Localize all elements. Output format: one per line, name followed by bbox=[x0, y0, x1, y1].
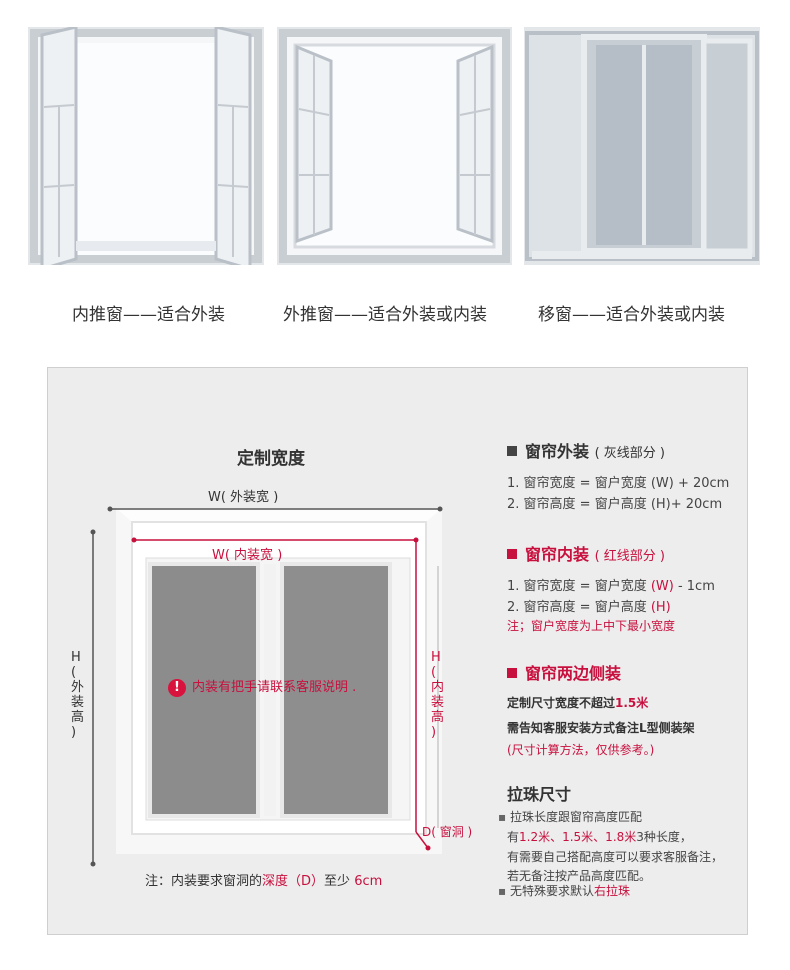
bullet-dot-icon: ▪ bbox=[498, 884, 507, 898]
outward-casement-window-photo bbox=[277, 27, 512, 265]
pull-bullet-1: ▪ 拉珠长度跟窗帘高度匹配 bbox=[498, 808, 642, 825]
depth-note-highlight: 深度（D） bbox=[262, 874, 325, 889]
depth-note-value: 6cm bbox=[354, 874, 383, 889]
pull-b1a-red: 1.2米、1.5米、1.8米 bbox=[519, 830, 637, 844]
size-guide-panel: 定制宽度 W( 外装宽 ) W( 内装宽 ) H( 外装高 ) H( bbox=[47, 367, 748, 935]
inner-width-label: W( 内装宽 ) bbox=[212, 548, 283, 563]
pull-bullet-1b: 有需要自己搭配高度可以要求客服备注， bbox=[507, 850, 724, 864]
inner-section-title: 窗帘内装 ( 红线部分 ) bbox=[507, 541, 665, 565]
depth-label: D( 窗洞 ) bbox=[422, 825, 473, 839]
inner-l2-red: (H) bbox=[650, 600, 671, 615]
inner-l2-prefix: 2. 窗帘高度 = 窗户高度 bbox=[507, 600, 651, 615]
inner-title-note: ( 红线部分 ) bbox=[594, 549, 666, 564]
handle-warning: ! 内装有把手请联系客服说明 . bbox=[168, 676, 356, 697]
sliding-window-illustration bbox=[525, 31, 759, 261]
inner-title-text: 窗帘内装 bbox=[525, 545, 590, 564]
pull-b1a-suffix: 3种长度， bbox=[636, 830, 692, 844]
pull-bullet-1a: 有1.2米、1.5米、1.8米3种长度， bbox=[507, 828, 692, 845]
pull-bullet-2: ▪ 无特殊要求默认右拉珠 bbox=[498, 882, 630, 899]
window-caption-outward: 外推窗——适合外装或内装 bbox=[283, 305, 487, 325]
square-bullet-icon bbox=[507, 549, 517, 559]
warning-icon: ! bbox=[168, 679, 186, 697]
warning-text: 内装有把手请联系客服说明 . bbox=[192, 680, 357, 695]
side-l1-prefix: 定制尺寸宽度不超过 bbox=[507, 696, 616, 710]
side-section-title: 窗帘两边侧装 bbox=[507, 660, 621, 684]
depth-note-mid: 至少 bbox=[324, 874, 351, 889]
side-l1-value: 1.5米 bbox=[615, 696, 649, 710]
inner-line-2: 2. 窗帘高度 = 窗户高度 (H) bbox=[507, 596, 671, 615]
pull-b1a-prefix: 有 bbox=[507, 830, 520, 844]
outer-line-1: 1. 窗帘宽度 = 窗户宽度 (W) + 20cm bbox=[507, 476, 730, 491]
square-bullet-icon bbox=[507, 446, 517, 456]
inner-l1-prefix: 1. 窗帘宽度 = 窗户宽度 bbox=[507, 579, 651, 594]
outer-section-title: 窗帘外装 ( 灰线部分 ) bbox=[507, 438, 665, 462]
diagram-title: 定制宽度 bbox=[237, 449, 305, 469]
inner-l1-red: (W) bbox=[650, 579, 674, 594]
window-caption-sliding: 移窗——适合外装或内装 bbox=[538, 305, 725, 325]
outer-line-2: 2. 窗帘高度 = 窗户高度 (H)+ 20cm bbox=[507, 497, 723, 512]
side-line-3: (尺寸计算方法，仅供参考。) bbox=[507, 743, 655, 757]
outward-window-illustration bbox=[279, 29, 510, 263]
side-line-1: 定制尺寸宽度不超过1.5米 bbox=[507, 694, 648, 711]
inner-height-label: H( 内装高 ) bbox=[431, 650, 445, 740]
pull-b1-text: 拉珠长度跟窗帘高度匹配 bbox=[509, 810, 642, 824]
bullet-dot-icon: ▪ bbox=[498, 810, 507, 824]
sliding-window-photo bbox=[524, 27, 760, 265]
side-title-text: 窗帘两边侧装 bbox=[525, 664, 622, 683]
outer-title-note: ( 灰线部分 ) bbox=[594, 446, 666, 461]
inner-note: 注；窗户宽度为上中下最小宽度 bbox=[507, 619, 676, 633]
depth-note-prefix: 注：内装要求窗洞的 bbox=[145, 874, 263, 889]
outer-title-text: 窗帘外装 bbox=[525, 442, 590, 461]
window-caption-inward: 内推窗——适合外装 bbox=[72, 305, 225, 325]
inward-casement-window-photo bbox=[28, 25, 264, 272]
pull-section-title: 拉珠尺寸 bbox=[507, 785, 572, 804]
inner-l1-suffix: - 1cm bbox=[673, 579, 715, 594]
inward-window-illustration bbox=[30, 25, 262, 272]
pull-b2-red: 右拉珠 bbox=[593, 884, 630, 898]
side-line-2: 需告知客服安装方式备注L型侧装架 bbox=[507, 721, 695, 735]
outer-height-label: H( 外装高 ) bbox=[71, 650, 85, 740]
square-bullet-icon bbox=[507, 668, 517, 678]
depth-note: 注：内装要求窗洞的深度（D）至少 6cm bbox=[145, 870, 382, 889]
outer-width-label: W( 外装宽 ) bbox=[208, 490, 279, 505]
pull-bullet-1c: 若无备注按产品高度匹配。 bbox=[507, 869, 652, 883]
inner-line-1: 1. 窗帘宽度 = 窗户宽度 (W) - 1cm bbox=[507, 575, 715, 594]
pull-b2-prefix: 无特殊要求默认 bbox=[509, 884, 594, 898]
window-measure-diagram bbox=[90, 506, 443, 867]
